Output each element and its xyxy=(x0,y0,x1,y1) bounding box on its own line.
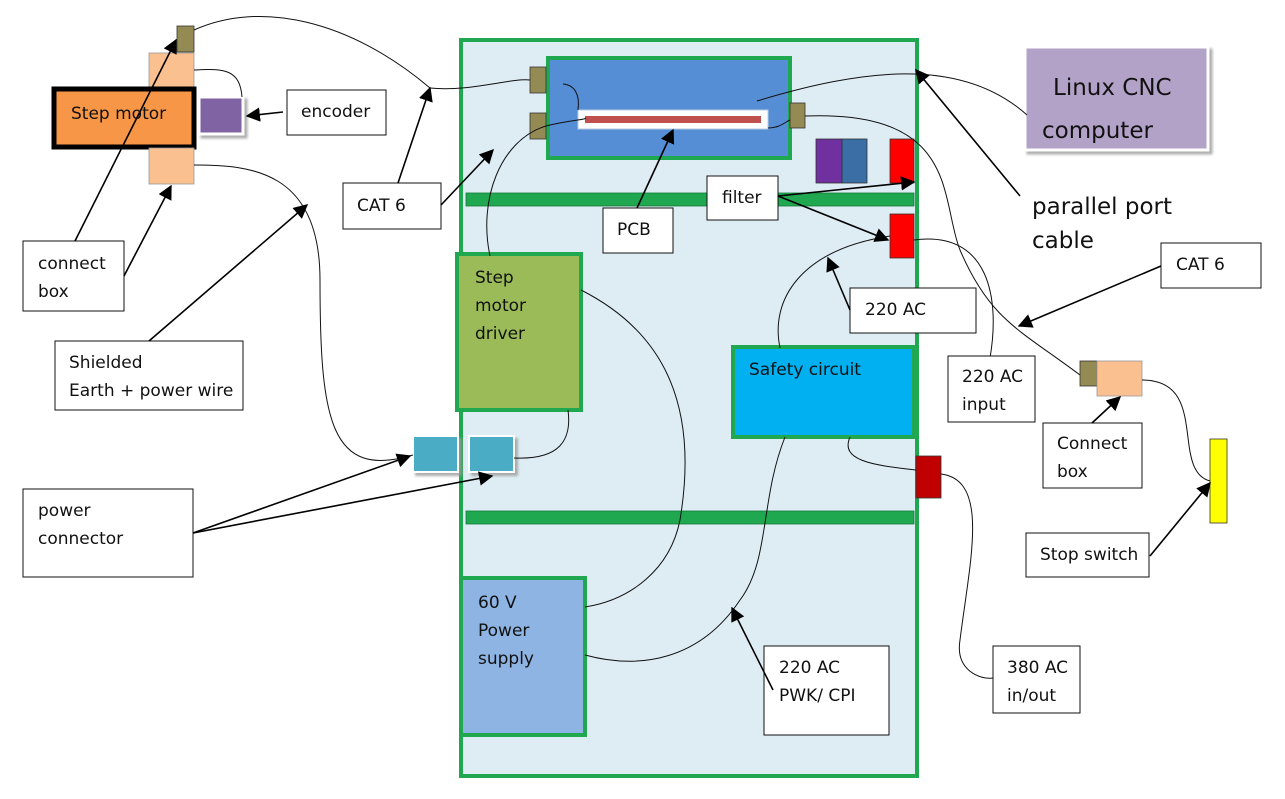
power-connector-right xyxy=(468,435,515,473)
ac220-label: 220 AC xyxy=(865,300,926,320)
power-connector-label-box xyxy=(22,488,194,578)
encoder-block xyxy=(197,95,245,136)
power-supply-line2: Power xyxy=(478,621,529,641)
power-supply-line3: supply xyxy=(478,649,534,669)
driver-line3: driver xyxy=(475,324,525,344)
pcb-label: PCB xyxy=(617,220,651,240)
din-rail-top xyxy=(465,192,915,207)
filter-label-box xyxy=(706,175,779,221)
linux-cnc-line2: computer xyxy=(1042,118,1153,144)
linux-cnc-line1: Linux CNC xyxy=(1053,75,1172,101)
driver-line2: motor xyxy=(475,296,526,316)
motor-connector-plug xyxy=(176,25,195,53)
shielded-wire-line2: Earth + power wire xyxy=(69,381,233,401)
connect-box-left-label-box xyxy=(22,240,125,312)
power-supply xyxy=(459,576,587,737)
switch-connector-plug xyxy=(1079,360,1098,387)
pcb-strip xyxy=(585,116,761,123)
filter-block-blue xyxy=(841,138,868,184)
ac220-pwk-label-box xyxy=(763,645,890,736)
safety-circuit xyxy=(731,345,916,439)
connect-box-right-line2: box xyxy=(1057,462,1088,482)
ac380-terminal xyxy=(915,455,942,499)
motor-connect-box-top xyxy=(148,52,195,90)
ac380-label-box xyxy=(992,645,1081,714)
shielded-wire-label-box xyxy=(54,340,244,411)
connect-box-left-line2: box xyxy=(38,282,69,302)
power-connector-left xyxy=(412,435,459,473)
pcb-connector-right xyxy=(789,102,806,129)
pcb-connector-bottom xyxy=(529,112,547,140)
wires xyxy=(193,15,1211,679)
power-connector-line1: power xyxy=(38,501,91,521)
pcb-board xyxy=(546,56,792,160)
pcb-label-box xyxy=(602,207,674,254)
linux-cnc-computer xyxy=(1023,45,1210,152)
ac380-line2: in/out xyxy=(1007,686,1056,706)
filter-label: filter xyxy=(722,188,762,208)
encoder-label: encoder xyxy=(301,102,370,122)
ac220-input-line1: 220 AC xyxy=(962,367,1023,387)
ac220-input-label-box xyxy=(947,355,1036,423)
cat6-left-label: CAT 6 xyxy=(357,196,406,216)
filter-block-purple xyxy=(815,138,843,184)
connect-box-right-label-box xyxy=(1042,422,1143,489)
ac220-input-line2: input xyxy=(962,395,1006,415)
safety-circuit-label: Safety circuit xyxy=(749,360,861,380)
step-motor xyxy=(51,86,197,150)
step-motor-driver xyxy=(455,252,583,412)
power-supply-line1: 60 V xyxy=(478,593,517,613)
encoder-label-box xyxy=(286,89,387,136)
filter-terminal xyxy=(889,138,915,184)
arrows xyxy=(74,38,1211,691)
cat6-left-label-box xyxy=(342,182,442,230)
cat6-right-label-box xyxy=(1160,242,1262,289)
ac220-label-box xyxy=(849,287,977,334)
step-motor-label: Step motor xyxy=(71,104,166,124)
shielded-wire-line1: Shielded xyxy=(69,353,143,373)
motor-connect-box-bottom xyxy=(148,147,195,185)
pcb-connector-top xyxy=(529,66,547,94)
switch-connect-box xyxy=(1096,360,1143,397)
stop-switch-label-box xyxy=(1025,532,1150,578)
driver-line1: Step xyxy=(475,268,514,288)
ac-terminal xyxy=(889,213,915,259)
power-connector-line2: connector xyxy=(38,529,123,549)
cat6-right-label: CAT 6 xyxy=(1176,255,1225,275)
ac380-line1: 380 AC xyxy=(1007,658,1068,678)
connect-box-right-line1: Connect xyxy=(1057,434,1128,454)
parallel-port-line2: cable xyxy=(1032,228,1094,254)
parallel-port-line1: parallel port xyxy=(1032,194,1172,220)
connect-box-left-line1: connect xyxy=(38,254,106,274)
stop-switch xyxy=(1209,438,1228,524)
ac220-pwk-line1: 220 AC xyxy=(779,658,840,678)
stop-switch-label: Stop switch xyxy=(1040,545,1138,565)
din-rail-bottom xyxy=(465,510,915,525)
ac220-pwk-line2: PWK/ CPI xyxy=(779,686,855,706)
